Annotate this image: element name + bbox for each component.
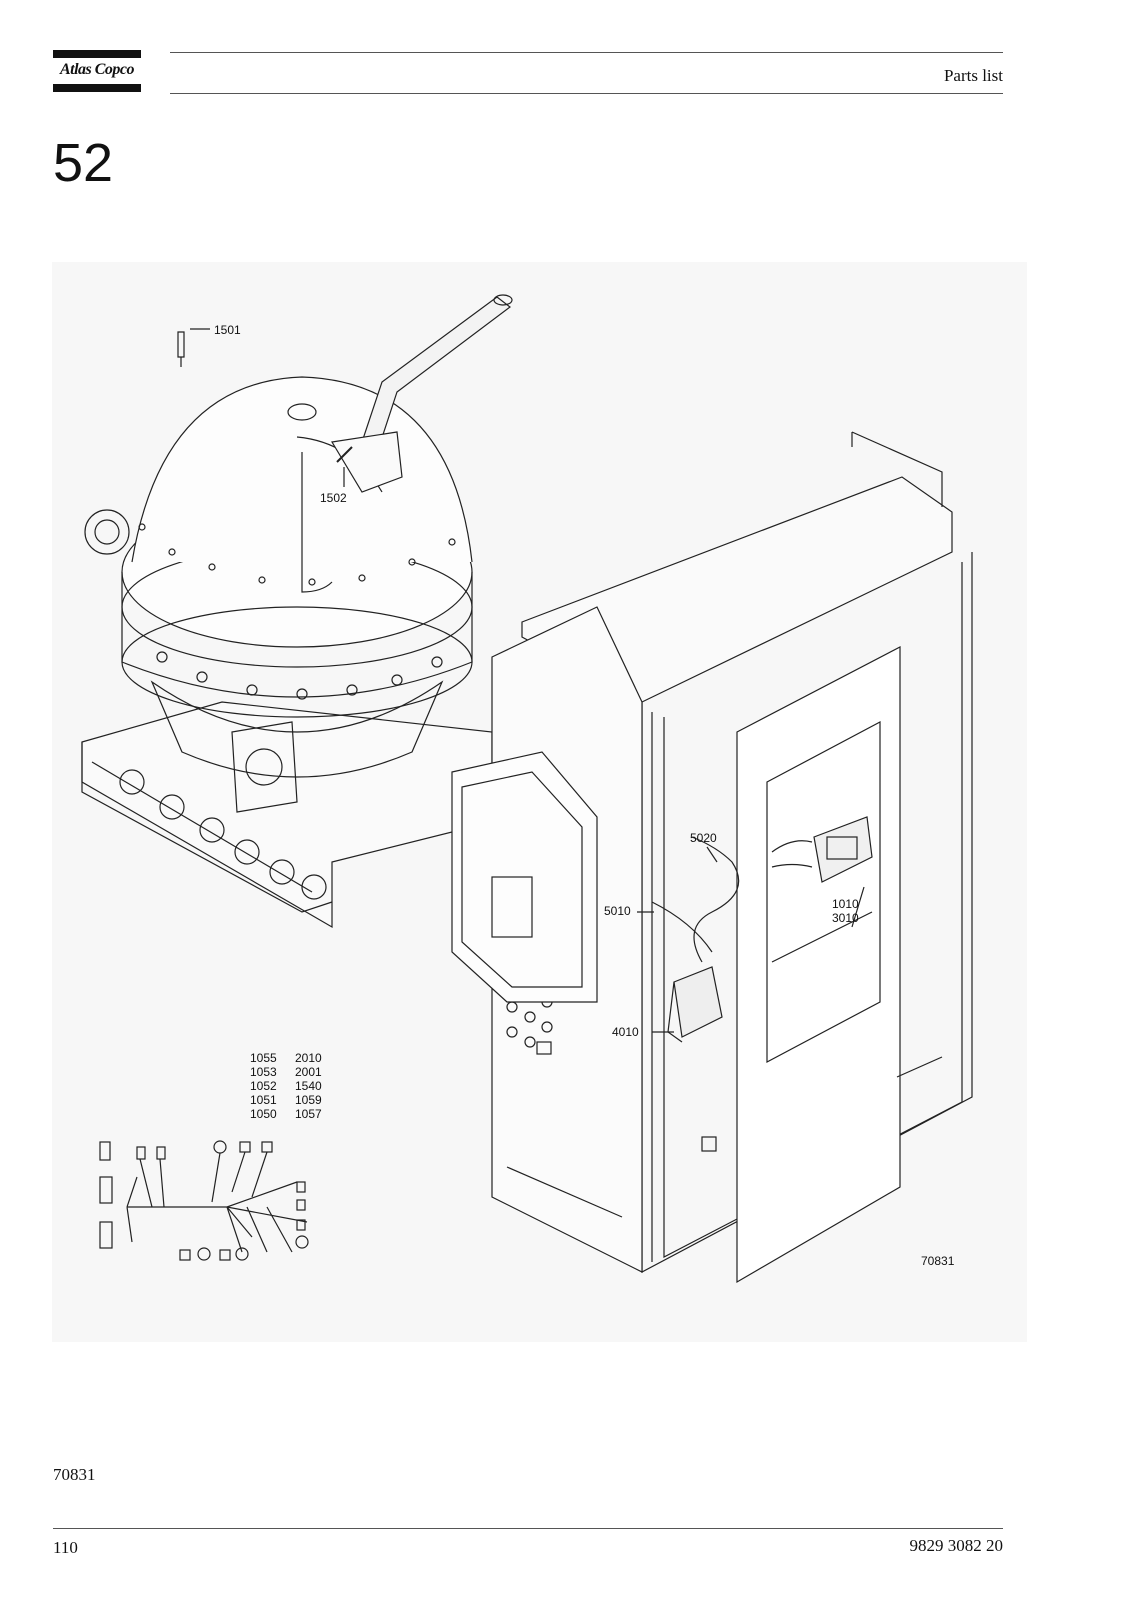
callout-1059: 1059 xyxy=(295,1093,322,1107)
callout-1010: 1010 xyxy=(832,897,859,911)
drawing-number: 70831 xyxy=(921,1254,955,1268)
callout-1540: 1540 xyxy=(295,1079,322,1093)
logo-bar-bottom xyxy=(53,84,141,92)
callout-1055: 1055 xyxy=(250,1051,277,1065)
callout-5020: 5020 xyxy=(690,831,717,845)
callout-4010: 4010 xyxy=(612,1025,639,1039)
page-number: 110 xyxy=(53,1538,78,1557)
callout-1051: 1051 xyxy=(250,1093,277,1107)
callout-5010: 5010 xyxy=(604,904,631,918)
logo-bar-top xyxy=(53,50,141,58)
section-number: 52 xyxy=(53,133,114,193)
callout-1502: 1502 xyxy=(320,491,347,505)
footer-rule xyxy=(53,1528,1003,1529)
callout-1052: 1052 xyxy=(250,1079,277,1093)
control-cabinet xyxy=(451,431,973,1284)
document-number: 9829 3082 20 xyxy=(909,1536,1004,1555)
separator-vessel xyxy=(81,294,513,929)
callout-3010: 3010 xyxy=(832,911,859,925)
callout-1501: 1501 xyxy=(214,323,241,337)
callout-1057: 1057 xyxy=(295,1107,322,1121)
figure-reference: 70831 xyxy=(53,1465,96,1484)
atlas-copco-logo: Atlas Copco xyxy=(53,50,141,94)
callout-1053: 1053 xyxy=(250,1065,277,1079)
wiring-harness xyxy=(99,1140,309,1261)
callout-2010: 2010 xyxy=(295,1051,322,1065)
callout-2001: 2001 xyxy=(295,1065,322,1079)
header-rule-bottom xyxy=(170,93,1003,94)
parts-drawing: 1501 1502 5020 5010 1010 3010 4010 1055 … xyxy=(52,262,1027,1342)
callout-1050: 1050 xyxy=(250,1107,277,1121)
logo-text: Atlas Copco xyxy=(59,61,135,78)
header-rule-top xyxy=(170,52,1003,53)
header-title: Parts list xyxy=(943,66,1003,85)
